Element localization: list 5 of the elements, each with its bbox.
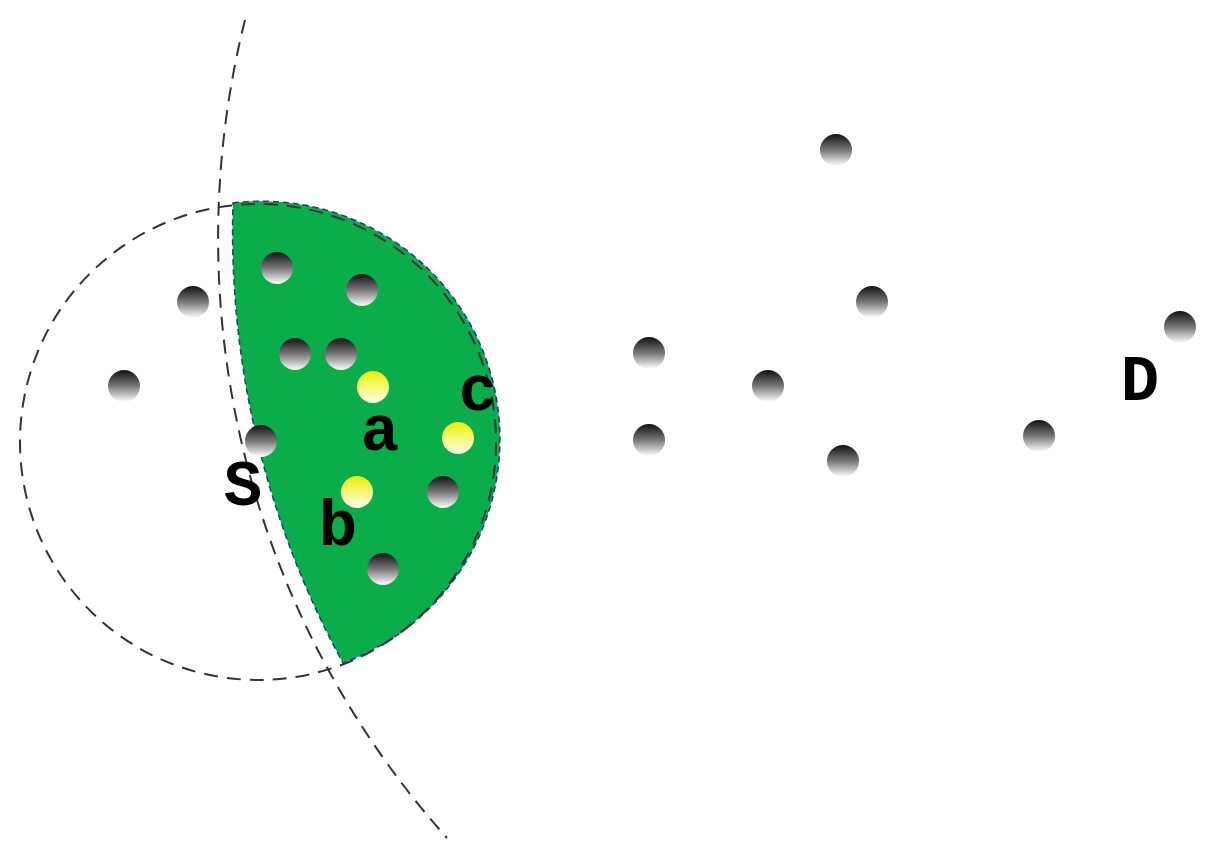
point-label: S <box>223 456 263 520</box>
point-label: a <box>360 401 400 465</box>
point-label: c <box>458 361 498 425</box>
point-label: D <box>1120 351 1160 415</box>
point-label: b <box>318 496 358 560</box>
